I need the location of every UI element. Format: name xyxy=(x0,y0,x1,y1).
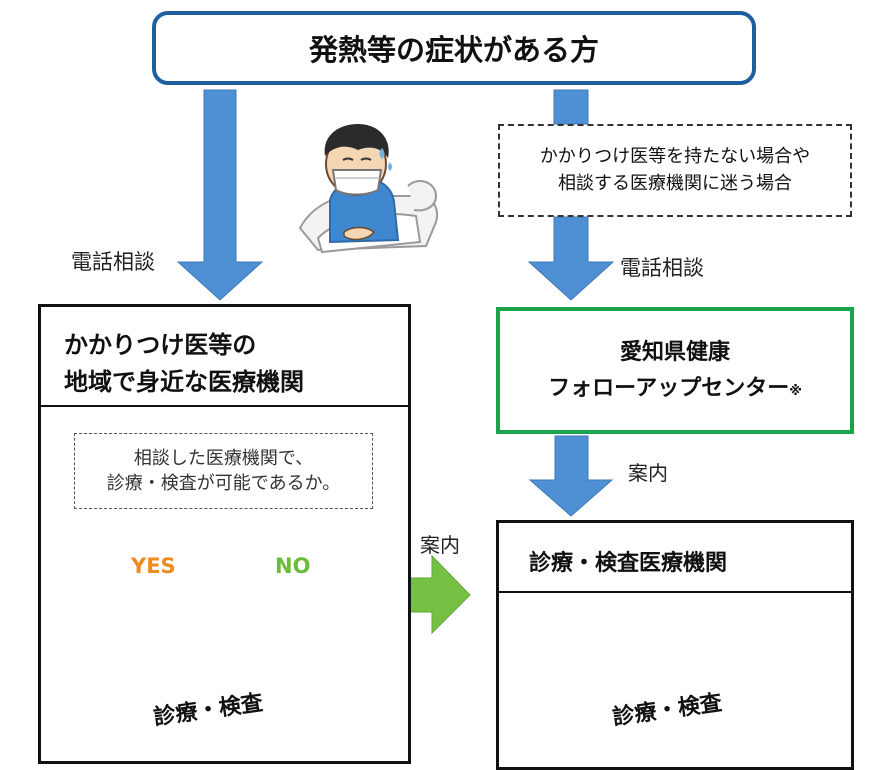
yes-label: YES xyxy=(131,554,176,578)
testing-facility-title: 診療・検査医療機関 xyxy=(529,551,728,576)
page-title: 発熱等の症状がある方 xyxy=(308,33,599,67)
check-note-line-1: 相談した医療機関で、 xyxy=(133,447,314,469)
no-regular-doctor-note: かかりつけ医等を持たない場合や 相談する医療機関に迷う場合 xyxy=(498,124,852,217)
testing-facility-panel: 診療・検査医療機関 xyxy=(496,520,854,770)
local-clinic-title-line-2: 地域で身近な医療機関 xyxy=(64,368,304,397)
local-clinic-title-line-1: かかりつけ医等の xyxy=(64,331,257,359)
down-arrow-left-main xyxy=(176,89,264,301)
follow-up-center-line-1: 愛知県健康 xyxy=(619,340,730,366)
guide-label-middle: 案内 xyxy=(420,533,460,557)
guide-label-right: 案内 xyxy=(628,461,668,485)
local-clinic-panel: かかりつけ医等の 地域で身近な医療機関 xyxy=(38,304,411,764)
check-note-line-2: 診療・検査が可能であるか。 xyxy=(106,473,341,494)
availability-check-note: 相談した医療機関で、 診療・検査が可能であるか。 xyxy=(74,433,373,509)
title-box: 発熱等の症状がある方 xyxy=(152,11,756,85)
no-label: NO xyxy=(275,554,311,578)
phone-consult-label-right: 電話相談 xyxy=(620,256,704,280)
sick-person-in-bed-icon xyxy=(298,124,438,254)
down-arrow-right-top xyxy=(553,89,589,125)
follow-up-center-box: 愛知県健康 フォローアップセンター※ xyxy=(496,307,854,434)
down-arrow-right-mid xyxy=(527,216,615,301)
local-clinic-title: かかりつけ医等の 地域で身近な医療機関 xyxy=(64,327,304,401)
footnote-mark: ※ xyxy=(789,383,802,399)
note-line-2: 相談する医療機関に迷う場合 xyxy=(558,172,792,194)
note-line-1: かかりつけ医等を持たない場合や xyxy=(539,146,811,168)
phone-consult-label-left: 電話相談 xyxy=(71,250,155,274)
follow-up-center-line-2: フォローアップセンター※ xyxy=(548,375,802,401)
testing-facility-header: 診療・検査医療機関 xyxy=(499,523,851,593)
local-clinic-header: かかりつけ医等の 地域で身近な医療機関 xyxy=(41,307,408,407)
down-arrow-right-low xyxy=(528,435,614,517)
